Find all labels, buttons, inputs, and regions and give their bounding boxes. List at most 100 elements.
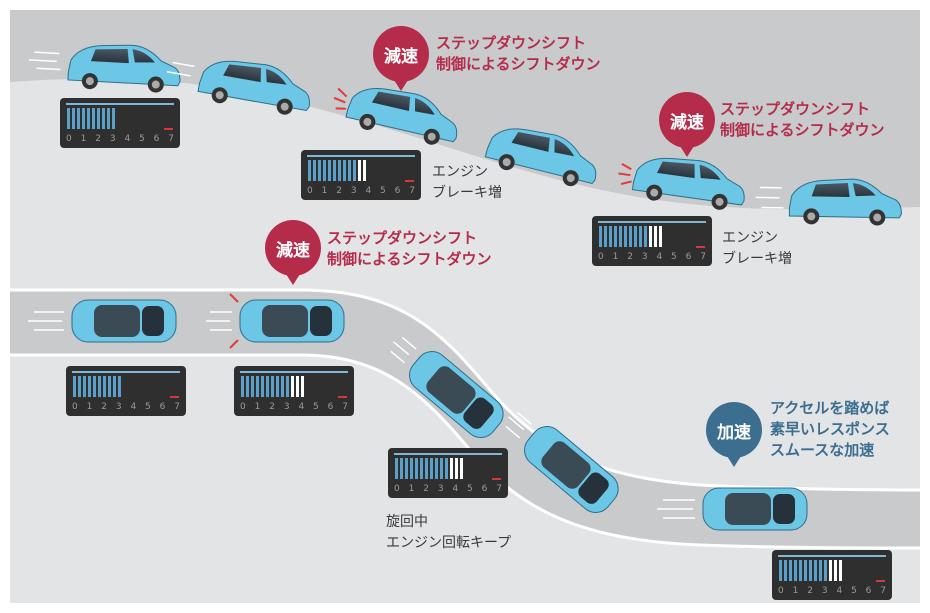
- car-side-1: [28, 44, 181, 93]
- accel-badge: 加速: [706, 402, 762, 467]
- gauge-scale-label: 7: [174, 402, 180, 412]
- rpm-bar: [353, 160, 356, 181]
- gauge-scale-label: 3: [437, 484, 444, 494]
- gauge-scale-label: 0: [307, 186, 313, 196]
- rpm-bar: [445, 458, 448, 479]
- rpm-bar: [333, 160, 336, 181]
- car-side-4: [484, 128, 597, 187]
- gauge-scale-label: 2: [627, 252, 633, 262]
- rpm-bar: [77, 108, 80, 129]
- rpm-bar: [604, 226, 607, 247]
- gauge-scale-label: 3: [350, 186, 357, 196]
- gauge-scale-label: 1: [254, 402, 261, 412]
- redline-mark: [170, 396, 179, 398]
- gauge-scale-label: 4: [656, 252, 663, 262]
- car-top-5: [657, 487, 808, 531]
- gauge-scale-label: 4: [130, 402, 137, 412]
- gauge-scale-label: 5: [313, 402, 319, 412]
- gauge-scale-label: 7: [496, 484, 502, 494]
- gauge-top-line: [778, 555, 886, 557]
- gauge-scale-label: 2: [807, 586, 813, 596]
- rpm-bars: [308, 160, 366, 181]
- rpm-bar: [420, 458, 423, 479]
- rpm-bar: [400, 458, 403, 479]
- redline-mark: [876, 580, 885, 582]
- rpm-bar-highlight: [291, 376, 294, 397]
- rpm-bar: [430, 458, 433, 479]
- gauge-scale-label: 7: [880, 586, 886, 596]
- rpm-bar-highlight: [296, 376, 299, 397]
- redline-mark: [405, 180, 414, 182]
- gauge-scale-label: 1: [408, 484, 415, 494]
- gauge-scale-label: 6: [481, 484, 488, 494]
- rpm-bar: [624, 226, 627, 247]
- gauge-scale-label: 5: [145, 402, 151, 412]
- gauge-top-line: [598, 221, 706, 223]
- gauge-scale-label: 7: [342, 402, 348, 412]
- rpm-bar: [313, 160, 316, 181]
- gauge-scale-label: 1: [792, 586, 799, 596]
- rpm-bar: [256, 376, 259, 397]
- accel-message: アクセルを踏めば 素早いレスポンス スムースな加速: [770, 399, 890, 459]
- car-top-3: [390, 336, 504, 438]
- gauge-scale-label: 1: [321, 186, 328, 196]
- gauge-top-line: [307, 155, 415, 157]
- rpm-bar: [108, 376, 111, 397]
- rpm-bar: [261, 376, 264, 397]
- rpm-bars: [67, 108, 115, 129]
- car-side-6: [755, 178, 902, 226]
- rpm-bar: [343, 160, 346, 181]
- rpm-bar: [102, 108, 105, 129]
- gauge-scale-label: 2: [95, 134, 101, 144]
- rpm-bar: [814, 560, 817, 581]
- rpm-bar: [614, 226, 617, 247]
- gauge-scale-label: 5: [380, 186, 386, 196]
- rpm-bar-highlight: [450, 458, 453, 479]
- rpm-bar: [639, 226, 642, 247]
- rpm-bar: [779, 560, 782, 581]
- rpm-bar: [323, 160, 326, 181]
- rpm-bar: [266, 376, 269, 397]
- gauge-scale-label: 2: [269, 402, 275, 412]
- rpm-bar-highlight: [649, 226, 652, 247]
- rpm-bar-highlight: [301, 376, 304, 397]
- rpm-bar: [395, 458, 398, 479]
- rpm-bar: [83, 376, 86, 397]
- decel-badge-2: 減速: [659, 92, 715, 157]
- downshift-message-2: ステップダウンシフト 制御によるシフトダウン: [720, 100, 885, 139]
- gauge-scale-label: 4: [836, 586, 843, 596]
- rpm-bar: [88, 376, 91, 397]
- rpm-bar: [435, 458, 438, 479]
- cornering-caption: 旋回中 エンジン回転キープ: [386, 514, 512, 551]
- redline-mark: [164, 128, 173, 130]
- rpm-bar: [599, 226, 602, 247]
- rpm-bar: [824, 560, 827, 581]
- gauge-top-line: [394, 453, 502, 455]
- gauge-top-line: [72, 371, 180, 373]
- rpm-bar: [629, 226, 632, 247]
- rpm-bar: [251, 376, 254, 397]
- rpm-bar: [348, 160, 351, 181]
- gauge-scale-label: 7: [168, 134, 174, 144]
- rpm-bar: [73, 376, 76, 397]
- rpm-bar: [410, 458, 413, 479]
- rpm-bar-highlight: [829, 560, 832, 581]
- rpm-bar: [784, 560, 787, 581]
- gauge-scale-label: 3: [283, 402, 290, 412]
- downshift-message-1: ステップダウンシフト 制御によるシフトダウン: [436, 34, 601, 73]
- rpm-bar: [318, 160, 321, 181]
- car-top-1: [28, 299, 177, 343]
- gauge-scale-label: 1: [80, 134, 87, 144]
- gauge-scale-label: 5: [851, 586, 857, 596]
- engine-brake-caption-1: エンジン ブレーキ増: [432, 164, 502, 201]
- gauge-scale-label: 6: [327, 402, 334, 412]
